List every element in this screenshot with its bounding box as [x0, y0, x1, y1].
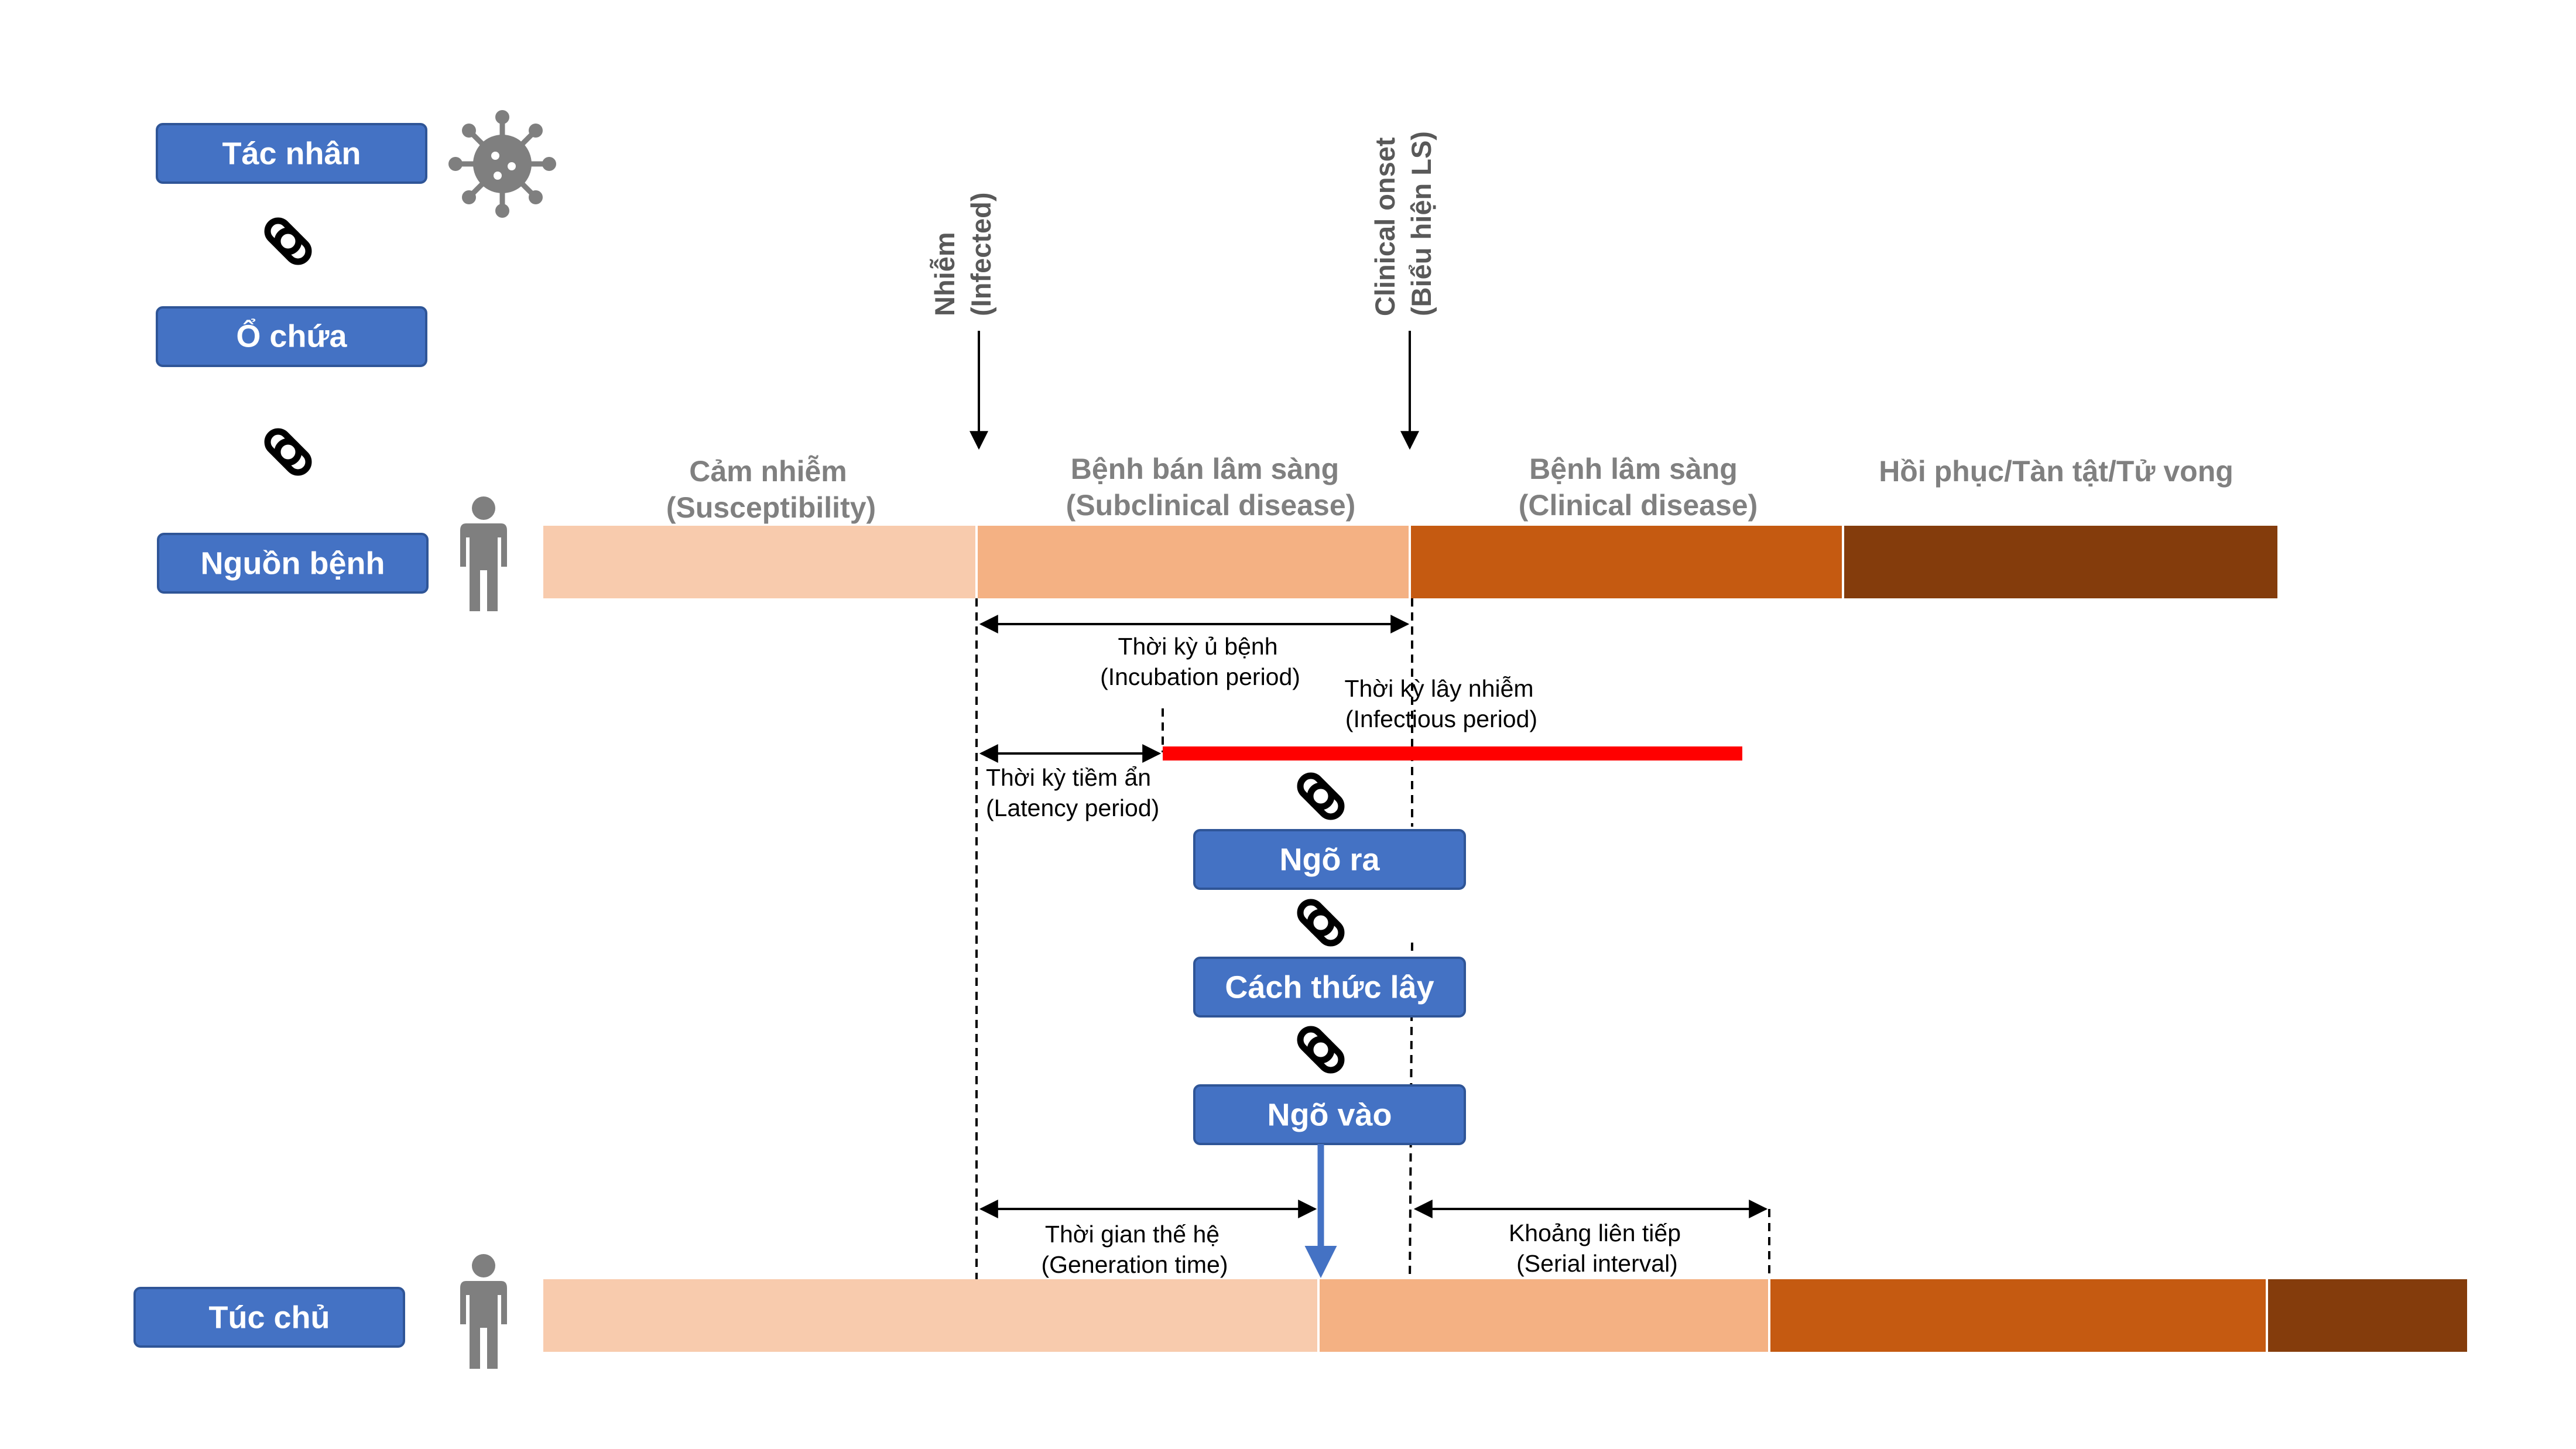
- susceptibility-label: Cảm nhiễm: [689, 455, 847, 488]
- host-label: Túc chủ: [208, 1300, 330, 1335]
- chain-link-icon: [263, 427, 313, 477]
- chain-link-icon: [263, 217, 313, 266]
- subclinical-label: Bệnh bán lâm sàng: [1071, 453, 1339, 485]
- latency-label: Thời kỳ tiềm ẩn: [986, 764, 1151, 791]
- subclinical-segment: [977, 526, 1410, 598]
- agent-box: Tác nhân: [156, 123, 427, 184]
- person-icon: [460, 1254, 507, 1369]
- portal-entry-label: Ngõ vào: [1267, 1097, 1392, 1132]
- source-label: Nguồn bệnh: [201, 546, 385, 581]
- virus-icon: [448, 110, 556, 218]
- host-box: Túc chủ: [133, 1287, 405, 1348]
- source-timeline: [543, 526, 2277, 598]
- subclinical-sublabel: (Subclinical disease): [1066, 489, 1356, 522]
- incubation-label: Thời kỳ ủ bệnh: [1118, 633, 1277, 660]
- source-box: Nguồn bệnh: [157, 533, 429, 594]
- person-icon: [460, 496, 507, 611]
- portal-entry-box: Ngõ vào: [1193, 1084, 1466, 1145]
- onset-label: Clinical onset: [1369, 137, 1400, 316]
- onset-sublabel: (Biểu hiện LS): [1406, 131, 1437, 316]
- host-clinical-segment: [1769, 1279, 2267, 1352]
- host-subclinical-segment: [1318, 1279, 1769, 1352]
- infectious-sublabel: (Infectious period): [1345, 705, 1537, 732]
- agent-label: Tác nhân: [222, 136, 361, 171]
- susceptibility-sublabel: (Susceptibility): [666, 491, 876, 524]
- infected-label: Nhiễm: [929, 232, 960, 316]
- clinical-onset-event: Clinical onset (Biểu hiện LS): [1369, 131, 1437, 450]
- infectious-label: Thời kỳ lây nhiễm: [1344, 675, 1533, 702]
- susceptibility-segment: [543, 526, 977, 598]
- host-susceptibility-segment: [543, 1279, 1318, 1352]
- chain-link-icon: [1296, 772, 1346, 821]
- outcome-label: Hồi phục/Tàn tật/Tử vong: [1879, 455, 2234, 488]
- serial-label: Khoảng liên tiếp: [1509, 1220, 1681, 1246]
- reservoir-box: Ổ chứa: [156, 306, 427, 367]
- host-timeline: [543, 1279, 2467, 1352]
- chain-link-icon: [1296, 898, 1346, 948]
- host-outcome-segment: [2267, 1279, 2467, 1352]
- infectious-period-bar: [1163, 746, 1742, 761]
- incubation-sublabel: (Incubation period): [1100, 663, 1300, 690]
- clinical-segment: [1410, 526, 1843, 598]
- reservoir-label: Ổ chứa: [236, 318, 347, 354]
- mode-transmission-box: Cách thức lây: [1193, 957, 1466, 1018]
- clinical-sublabel: (Clinical disease): [1519, 489, 1758, 522]
- outcome-segment: [1843, 526, 2277, 598]
- portal-exit-box: Ngõ ra: [1193, 829, 1466, 890]
- infected-sublabel: (Infected): [965, 193, 996, 317]
- serial-sublabel: (Serial interval): [1516, 1250, 1678, 1277]
- chain-link-icon: [1296, 1025, 1346, 1075]
- mode-transmission-label: Cách thức lây: [1225, 970, 1434, 1005]
- generation-label: Thời gian thế hệ: [1045, 1221, 1220, 1248]
- latency-sublabel: (Latency period): [986, 794, 1159, 821]
- infected-event: Nhiễm (Infected): [929, 193, 996, 450]
- portal-exit-label: Ngõ ra: [1279, 842, 1380, 877]
- clinical-label: Bệnh lâm sàng: [1529, 453, 1738, 485]
- generation-sublabel: (Generation time): [1041, 1251, 1228, 1278]
